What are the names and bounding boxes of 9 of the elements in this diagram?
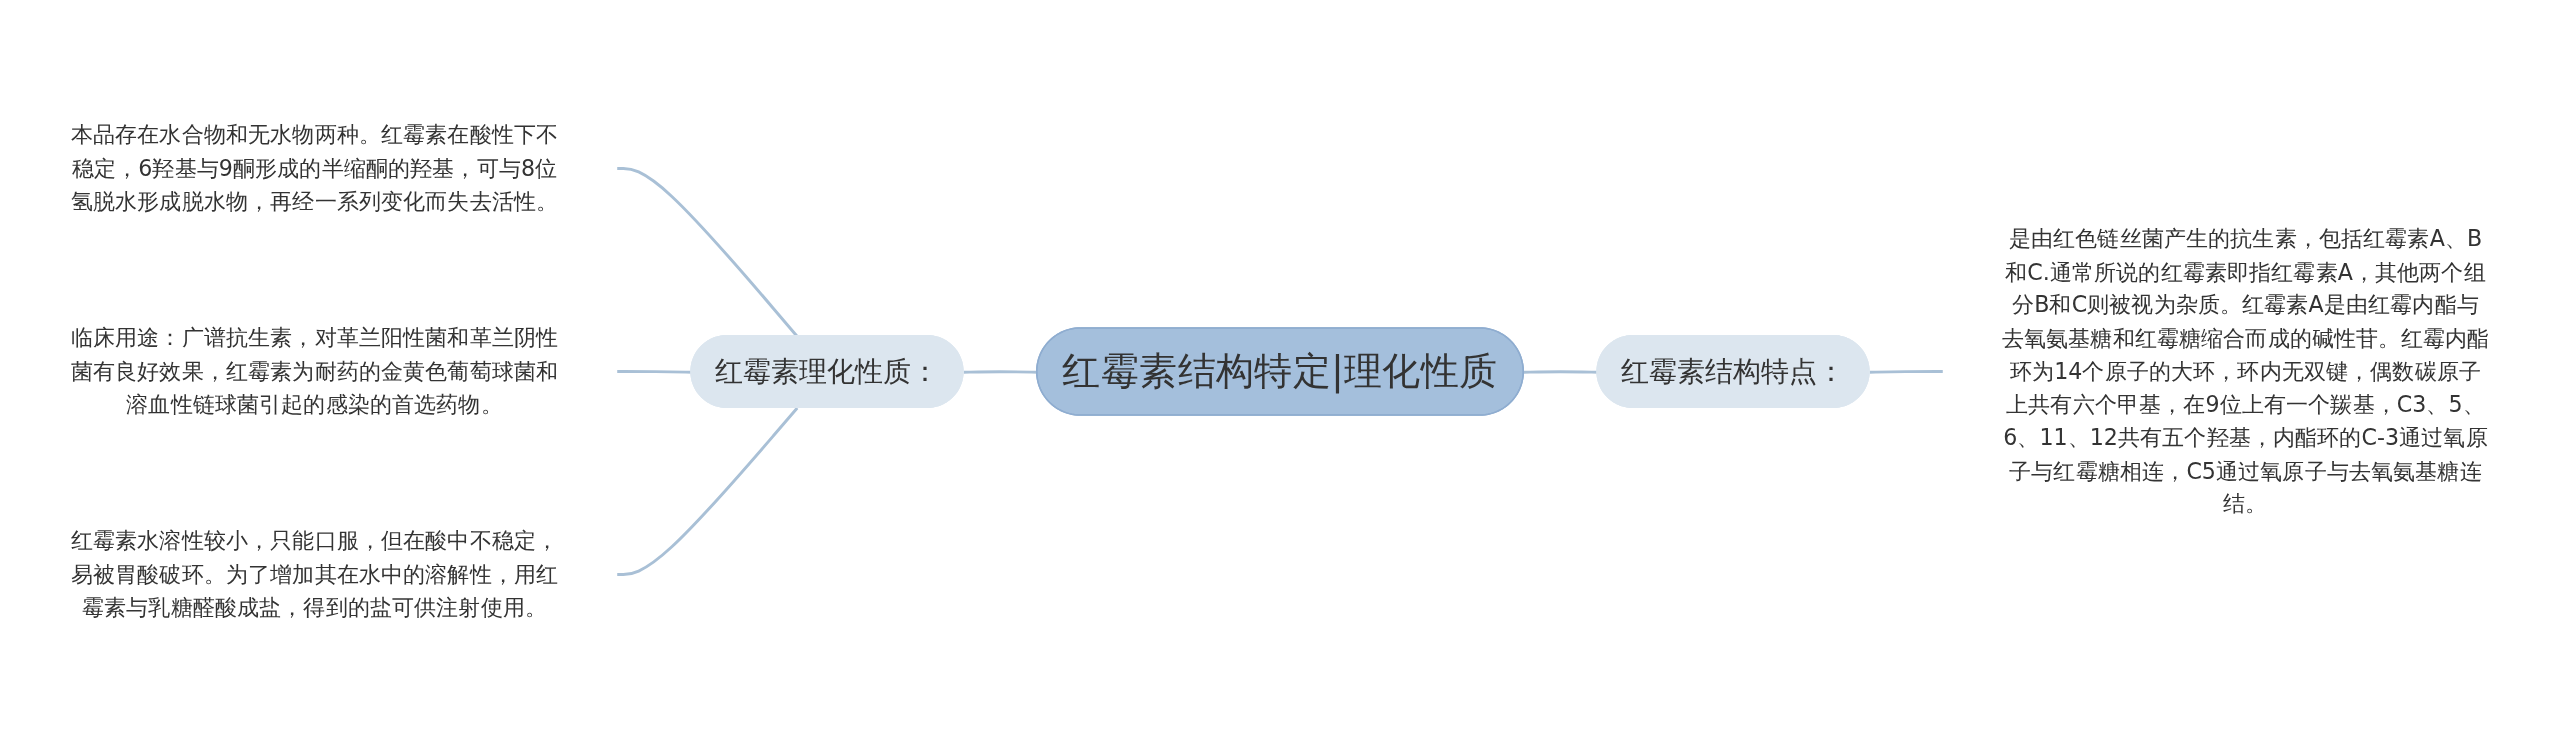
connector <box>1523 370 1598 374</box>
connector <box>617 370 692 374</box>
node-text: 临床用途：广谱抗生素，对革兰阳性菌和革兰阴性菌有良好效果，红霉素为耐药的金黄色葡萄球菌和溶血性链球菌引起的感染的首选药物。 <box>70 324 559 418</box>
node-text: 红霉素水溶性较小，只能口服，但在酸中不稳定，易被胃酸破环。为了增加其在水中的溶解性，用红霉素与乳糖醛酸成盐，得到的盐可供注射使用。 <box>70 527 559 621</box>
connector <box>963 370 1038 374</box>
node-text: 是由红色链丝菌产生的抗生素，包括红霉素A、B和C.通常所说的红霉素即指红霉素A，其他两个组分B和C则被视为杂质。红霉素A是由红霉内酯与去氧氨基糖和红霉糖缩合而成的碱性苷。红霉内酯环为14个原子的大环，环内无双键，偶数碳原子上共有六个甲基，在9位上有一个羰基，C3、5、6、11、12共有五个羟基，内酯环的C-3通过氧原子与红霉糖相连，C5通过氧原子与去氧氨基糖连结。 <box>2001 224 2490 518</box>
connector <box>617 407 799 576</box>
connector <box>1869 370 1943 374</box>
node-text: 本品存在水合物和无水物两种。红霉素在酸性下不稳定，6羟基与9酮形成的半缩酮的羟基，可与8位氢脱水形成脱水物，再经一系列变化而失去活性。 <box>70 121 559 215</box>
